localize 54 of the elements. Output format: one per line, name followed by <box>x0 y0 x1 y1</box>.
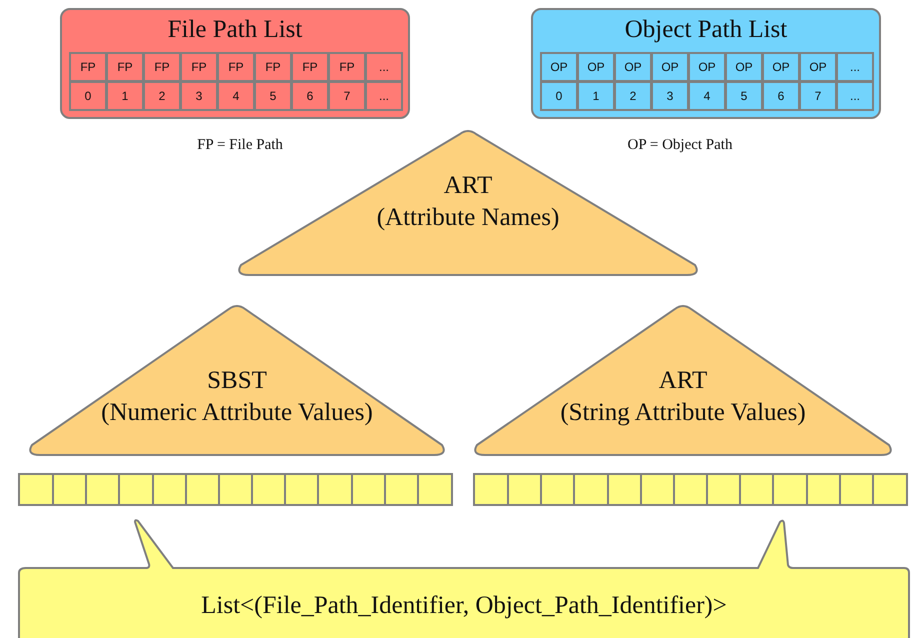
table-cell: FP <box>180 52 218 82</box>
tree-description: (String Attribute Values) <box>559 398 807 428</box>
abbreviation-note: FP = File Path <box>196 136 284 154</box>
table-cell: OP <box>688 52 726 82</box>
table-cell: 5 <box>254 81 292 111</box>
table-cell: FP <box>143 52 181 82</box>
table-cell: OP <box>725 52 763 82</box>
table-cell: OP <box>614 52 652 82</box>
table-cell: OP <box>651 52 689 82</box>
triangle-node <box>28 305 446 457</box>
table-cell: OP <box>540 52 578 82</box>
list-title: File Path List <box>166 15 304 45</box>
callout-text: List<(File_Path_Identifier, Object_Path_Identifier)> <box>200 591 728 621</box>
table-cell: FP <box>217 52 255 82</box>
table-cell: 0 <box>540 81 578 111</box>
table-cell: FP <box>69 52 107 82</box>
table-cell: 1 <box>106 81 144 111</box>
tree-name: ART <box>442 171 494 201</box>
table-cell: 4 <box>217 81 255 111</box>
table-cell: OP <box>762 52 800 82</box>
table-cell: 6 <box>762 81 800 111</box>
table-cell: 3 <box>180 81 218 111</box>
table-cell: FP <box>328 52 366 82</box>
tree-name: ART <box>658 366 708 396</box>
table-cell: 6 <box>291 81 329 111</box>
table-cell: 5 <box>725 81 763 111</box>
table-cell: 2 <box>614 81 652 111</box>
table-cell: FP <box>291 52 329 82</box>
table-cell: 4 <box>688 81 726 111</box>
table-cell: 7 <box>328 81 366 111</box>
table-cell: ... <box>365 52 403 82</box>
tree-description: (Numeric Attribute Values) <box>100 398 374 428</box>
table-cell: 0 <box>69 81 107 111</box>
list-panel <box>60 8 410 119</box>
table-cell: 2 <box>143 81 181 111</box>
table-cell: ... <box>836 81 874 111</box>
triangle-node <box>473 305 893 457</box>
speech-callout <box>18 520 910 638</box>
table-cell: 7 <box>799 81 837 111</box>
table-cell: OP <box>799 52 837 82</box>
tree-description: (Attribute Names) <box>376 203 560 233</box>
abbreviation-note: OP = Object Path <box>626 136 734 154</box>
table-cell: OP <box>577 52 615 82</box>
table-cell: ... <box>365 81 403 111</box>
table-cell: 3 <box>651 81 689 111</box>
table-cell: FP <box>254 52 292 82</box>
table-cell: FP <box>106 52 144 82</box>
table-cell: 1 <box>577 81 615 111</box>
tree-name: SBST <box>206 366 268 396</box>
list-panel <box>531 8 881 119</box>
table-cell: ... <box>836 52 874 82</box>
cell-array <box>473 473 908 506</box>
cell-array <box>18 473 453 506</box>
list-title: Object Path List <box>624 15 788 45</box>
